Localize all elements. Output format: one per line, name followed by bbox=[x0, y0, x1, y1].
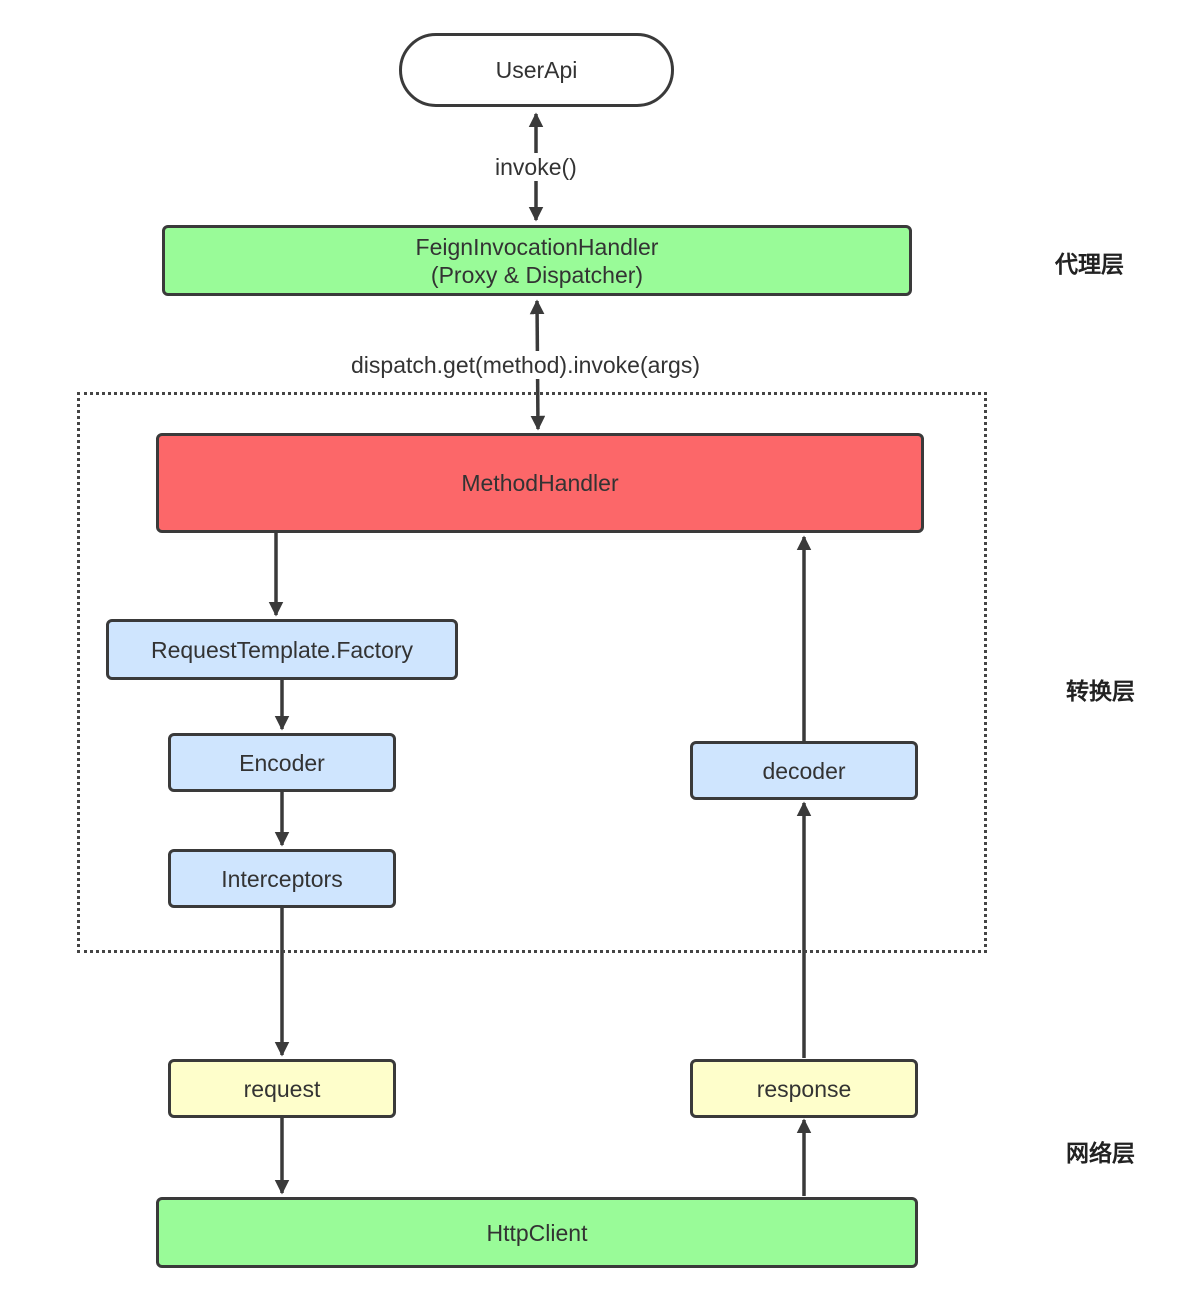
decoder-label: decoder bbox=[762, 757, 846, 784]
userapi-label: UserApi bbox=[495, 57, 578, 83]
http-client-node: HttpClient bbox=[156, 1197, 918, 1268]
response-label: response bbox=[756, 1075, 852, 1102]
network-layer-label: 网络层 bbox=[1066, 1140, 1135, 1166]
request-template-factory-node: RequestTemplate.Factory bbox=[106, 619, 458, 680]
response-node: response bbox=[690, 1059, 918, 1118]
conversion-layer-label: 转换层 bbox=[1066, 678, 1135, 704]
request-template-factory-label: RequestTemplate.Factory bbox=[150, 636, 414, 663]
invoke-edge-label: invoke() bbox=[493, 153, 579, 181]
dispatch-edge-label: dispatch.get(method).invoke(args) bbox=[349, 351, 702, 379]
request-label: request bbox=[243, 1075, 321, 1102]
feign-invocation-handler-node: FeignInvocationHandler (Proxy & Dispatch… bbox=[162, 225, 912, 296]
request-node: request bbox=[168, 1059, 396, 1118]
feign-handler-label-line1: FeignInvocationHandler bbox=[415, 233, 659, 260]
conversion-layer-group bbox=[77, 392, 987, 953]
interceptors-label: Interceptors bbox=[221, 865, 343, 892]
method-handler-label: MethodHandler bbox=[461, 470, 619, 496]
feign-handler-label-line2: (Proxy & Dispatcher) bbox=[430, 261, 644, 288]
http-client-label: HttpClient bbox=[486, 1219, 588, 1246]
encoder-label: Encoder bbox=[239, 749, 325, 776]
encoder-node: Encoder bbox=[168, 733, 396, 792]
proxy-layer-label: 代理层 bbox=[1055, 251, 1124, 277]
decoder-node: decoder bbox=[690, 741, 918, 800]
method-handler-node: MethodHandler bbox=[156, 433, 924, 533]
interceptors-node: Interceptors bbox=[168, 849, 396, 908]
userapi-node: UserApi bbox=[399, 33, 674, 107]
